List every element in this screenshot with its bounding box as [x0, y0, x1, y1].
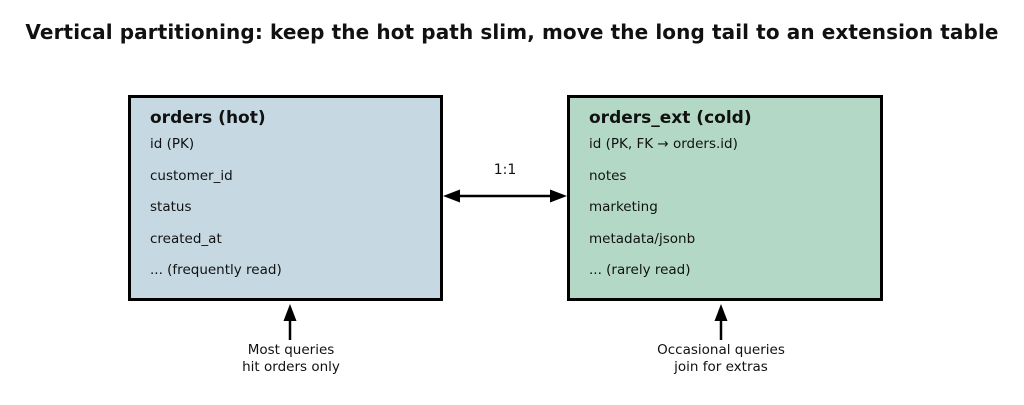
annotation-line: Most queries: [247, 342, 335, 358]
table-row: metadata/jsonb: [589, 230, 696, 247]
table-row: id (PK, FK → orders.id): [589, 136, 738, 152]
table-row: customer_id: [150, 167, 233, 184]
cold-table-title: orders_ext (cold): [589, 108, 752, 128]
hot-table-box: orders (hot) id (PK) customer_id status …: [128, 95, 443, 301]
double-arrow-icon: [443, 189, 567, 203]
table-row: created_at: [150, 230, 222, 247]
annotation-cold-queries: Occasional queries join for extras: [611, 342, 831, 376]
cold-table-box: orders_ext (cold) id (PK, FK → orders.id…: [567, 95, 883, 301]
relation-cardinality-label: 1:1: [493, 162, 517, 178]
diagram-title: Vertical partitioning: keep the hot path…: [25, 20, 999, 44]
up-arrow-icon: [283, 304, 297, 340]
table-row: ... (rarely read): [589, 262, 691, 278]
table-row: id (PK): [150, 136, 195, 152]
up-arrow-icon: [714, 304, 728, 340]
hot-table-title: orders (hot): [150, 108, 266, 128]
annotation-hot-queries: Most queries hit orders only: [181, 342, 401, 376]
annotation-line: Occasional queries: [657, 342, 785, 358]
table-row: notes: [589, 167, 627, 184]
table-row: marketing: [589, 199, 658, 215]
annotation-line: hit orders only: [242, 359, 340, 375]
table-row: ... (frequently read): [150, 262, 282, 278]
annotation-line: join for extras: [674, 359, 768, 375]
table-row: status: [150, 199, 192, 215]
